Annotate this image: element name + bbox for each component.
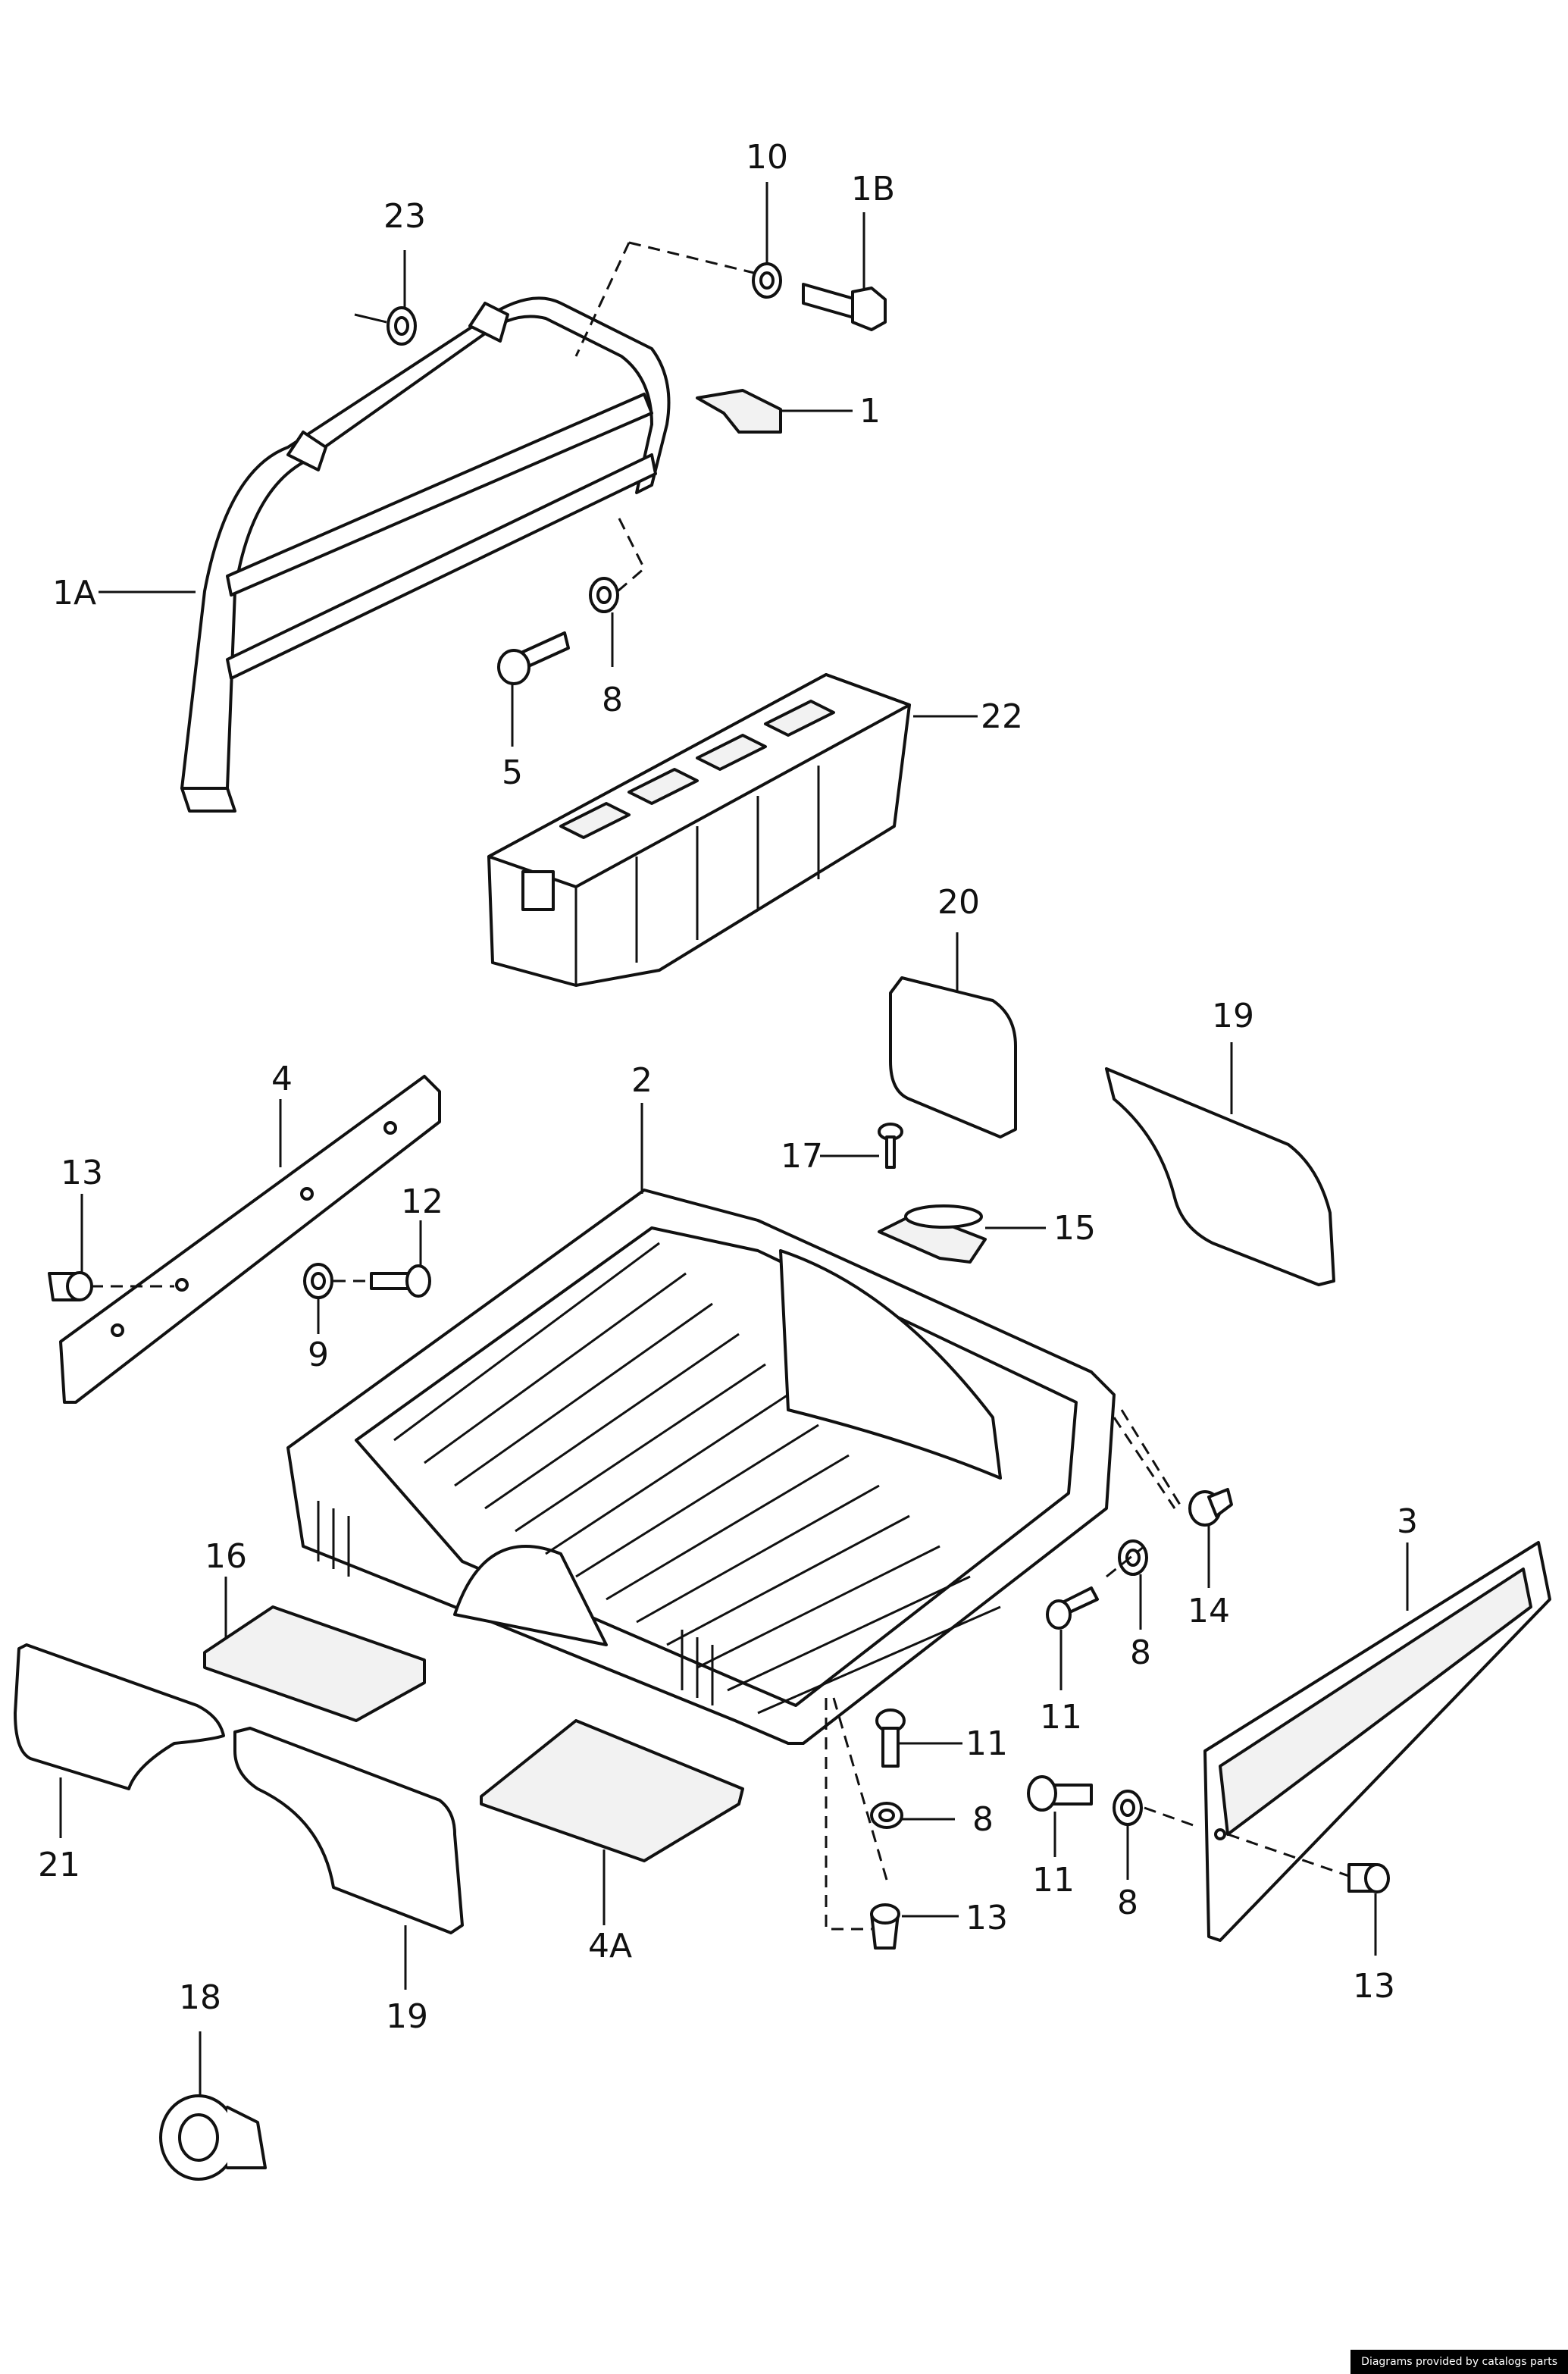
callout-8-right: 8 [1117, 1884, 1138, 1922]
panel-19-lower [233, 1727, 464, 1934]
washer-8-mid [1118, 1539, 1148, 1576]
callout-9: 9 [308, 1336, 329, 1374]
washer-23 [354, 306, 417, 346]
storage-box [487, 673, 911, 987]
callout-4A: 4A [588, 1927, 632, 1965]
callout-13-center: 13 [966, 1899, 1008, 1937]
callout-14: 14 [1188, 1592, 1230, 1630]
callout-13-left: 13 [61, 1154, 103, 1192]
callout-13-right: 13 [1353, 1967, 1395, 2006]
screw-12 [370, 1264, 431, 1298]
callout-8-mid: 8 [1130, 1633, 1151, 1672]
washer-8-right [1113, 1790, 1143, 1826]
roll-bar [180, 296, 671, 813]
side-rail-4 [59, 1075, 441, 1404]
tailgate-3 [1203, 1541, 1551, 1942]
callout-20: 20 [937, 883, 980, 922]
callout-11-right: 11 [1032, 1861, 1075, 1900]
callout-3: 3 [1397, 1502, 1418, 1541]
pad-16 [203, 1605, 426, 1722]
bolt-11-center [875, 1708, 906, 1768]
bolt-11-right [1027, 1775, 1093, 1812]
bolt-11-mid [1046, 1586, 1099, 1630]
washer-10 [752, 262, 782, 299]
credit-label: Diagrams provided by catalogs parts [1350, 2350, 1568, 2374]
callout-21: 21 [38, 1846, 80, 1884]
callout-2: 2 [631, 1061, 653, 1100]
nut-13-left [48, 1271, 93, 1301]
callout-4: 4 [271, 1060, 293, 1098]
bolt-5 [497, 631, 570, 685]
callout-1B: 1B [851, 170, 895, 208]
callout-12: 12 [401, 1182, 443, 1221]
tape-roll-18 [159, 2094, 267, 2181]
leader-lines [59, 182, 1409, 2096]
clip-1 [696, 389, 782, 434]
callout-1: 1 [859, 392, 881, 431]
callout-1A: 1A [52, 574, 96, 612]
callout-11-center: 11 [966, 1724, 1008, 1763]
washer-8-top [589, 577, 619, 613]
panel-19-right [1105, 1067, 1335, 1286]
washer-9 [303, 1263, 333, 1299]
nut-13-center [870, 1903, 900, 1950]
callout-15: 15 [1053, 1209, 1096, 1248]
callout-22: 22 [981, 697, 1023, 736]
callout-23: 23 [383, 197, 426, 236]
bed-liner [286, 1189, 1116, 1745]
callout-8-top: 8 [602, 681, 623, 719]
callout-labels: 23 10 1B 1 1A 8 5 22 20 19 4 2 13 12 17 … [38, 138, 1418, 2036]
panel-21 [14, 1643, 225, 1790]
callout-19-right: 19 [1212, 997, 1254, 1035]
nut-13-right [1347, 1863, 1390, 1893]
nut-14 [1188, 1488, 1233, 1527]
callout-19-lower: 19 [386, 1997, 428, 2036]
bolt-1B [802, 283, 887, 331]
callout-18: 18 [179, 1978, 221, 2017]
bracket-15 [878, 1204, 987, 1264]
washer-8-center [870, 1802, 903, 1829]
callout-10: 10 [746, 138, 788, 177]
callout-8-center: 8 [972, 1800, 994, 1839]
callout-17: 17 [781, 1137, 823, 1176]
callout-16: 16 [205, 1537, 247, 1576]
pad-4A [480, 1719, 744, 1862]
panel-20 [889, 976, 1017, 1138]
callout-11-mid: 11 [1040, 1698, 1082, 1737]
screw-17 [878, 1123, 903, 1169]
callout-5: 5 [502, 753, 523, 792]
